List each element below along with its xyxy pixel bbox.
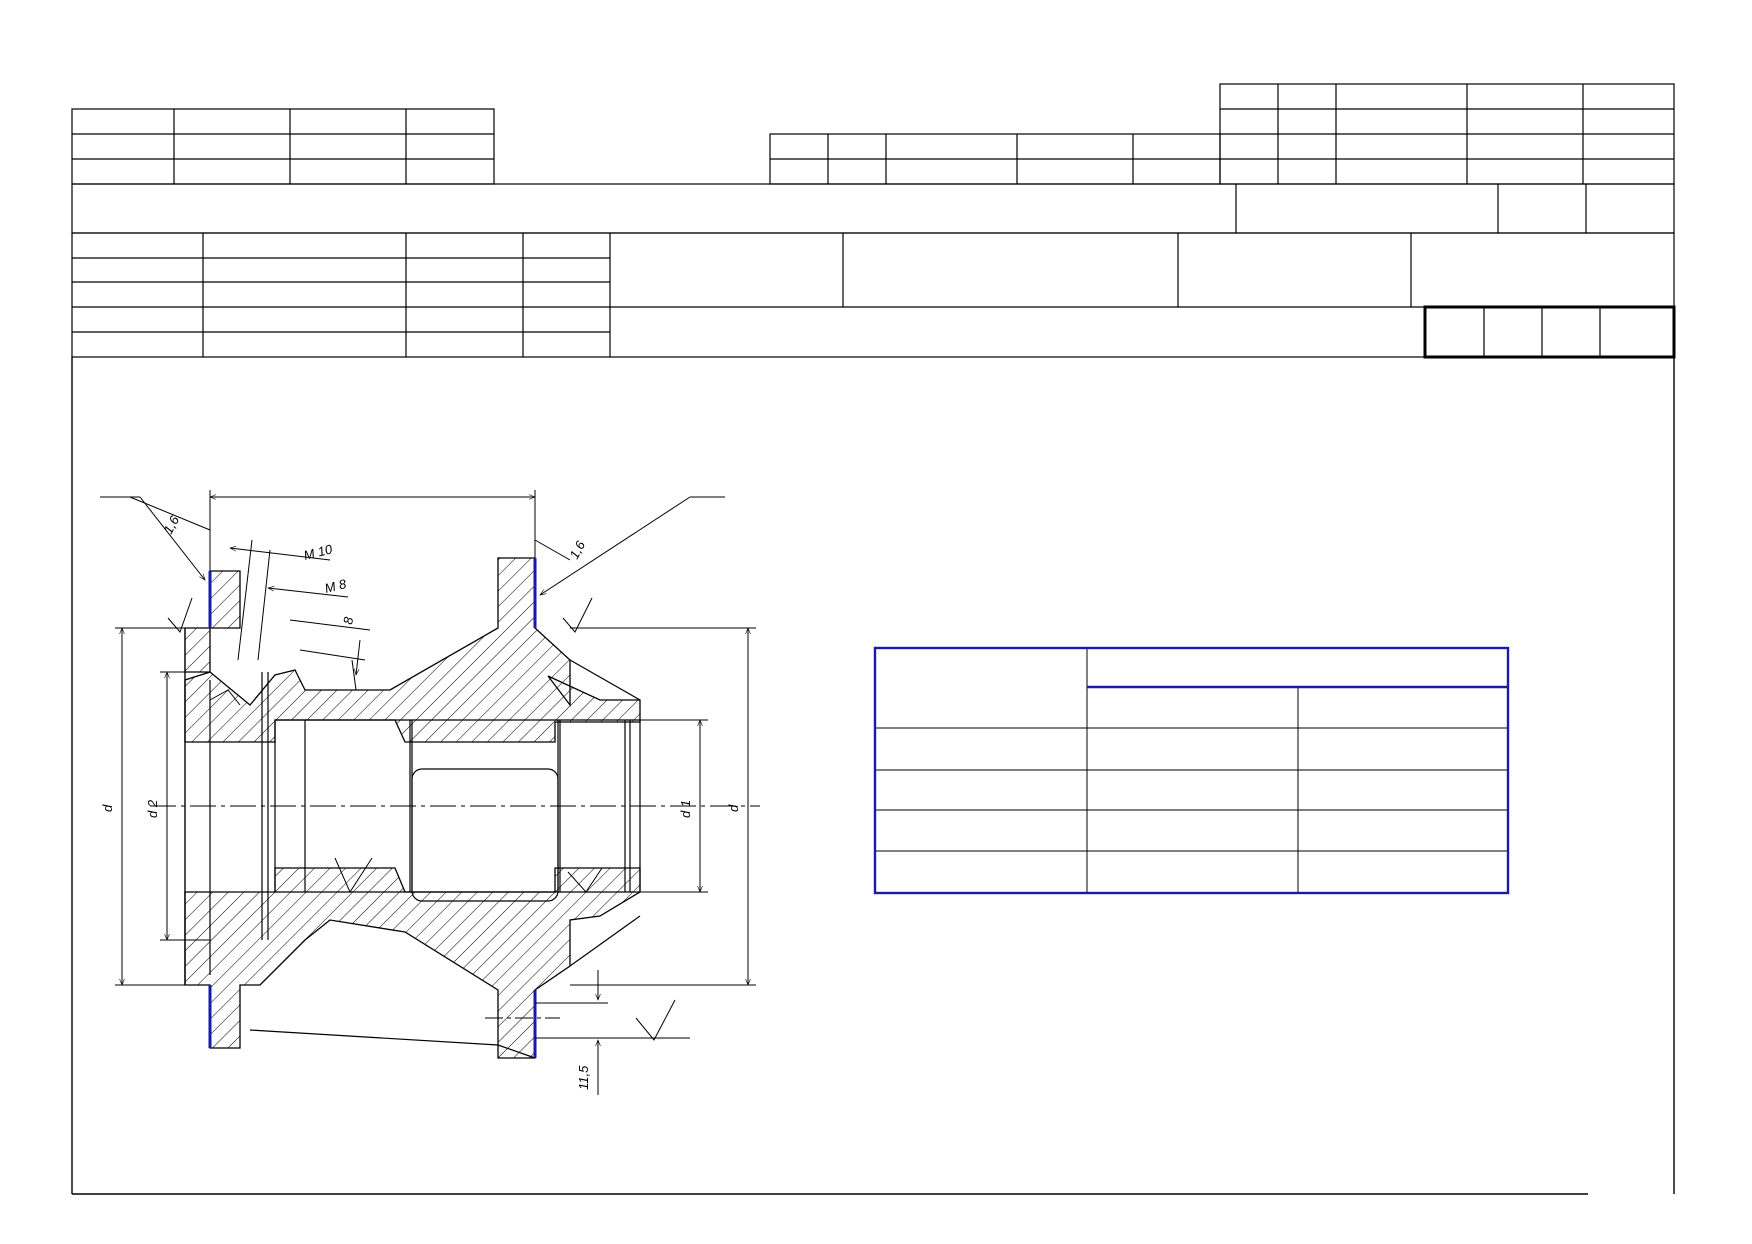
hole-depth-label: 8 <box>340 615 356 625</box>
diameter-d1-label: d 1 <box>678 800 693 818</box>
title-block <box>71 83 1675 358</box>
sizes-table <box>873 646 1510 895</box>
roughness-right-label: 1,6 <box>566 538 588 562</box>
thread-m8-label: M 8 <box>323 576 348 596</box>
sheet-number-box <box>1423 305 1676 359</box>
sheet-frame <box>71 357 1675 1195</box>
upper-section-hatch <box>184 557 641 743</box>
thread-m10-label: M 10 <box>302 541 334 563</box>
diameter-d2-label: d 2 <box>145 799 160 818</box>
flange-offset-label: 11,5 <box>576 1065 591 1090</box>
lower-section-hatch <box>184 867 641 1059</box>
machined-faces <box>208 558 537 1058</box>
part-section: 1,6 1,6 M 10 M 8 8 d d 2 d 1 d 11,5 <box>100 490 760 1095</box>
diameter-d-right-label: d <box>726 804 741 812</box>
roughness-left-label: 1,6 <box>160 513 182 537</box>
diameter-d-left-label: d <box>100 804 115 812</box>
